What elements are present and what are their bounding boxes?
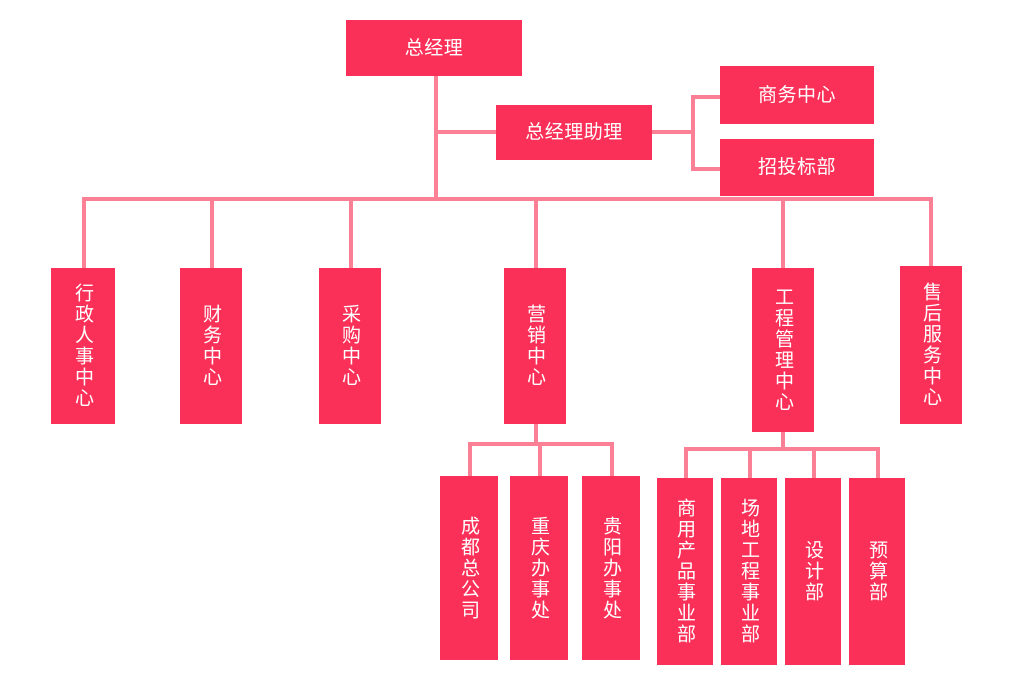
connector-main-bus	[82, 197, 932, 201]
node-marketing-center[interactable]: 营销中心	[504, 268, 566, 424]
node-finance-center[interactable]: 财务中心	[180, 268, 242, 424]
node-procurement-center[interactable]: 采购中心	[319, 268, 381, 424]
node-design-dept[interactable]: 设计部	[785, 478, 841, 665]
node-chongqing-office[interactable]: 重庆办事处	[510, 476, 568, 660]
connector-assistant-bracket	[691, 95, 695, 171]
connector-drop-design	[812, 447, 816, 481]
connector-bracket-to-business-center	[691, 95, 721, 99]
node-budget-dept[interactable]: 预算部	[849, 478, 905, 665]
node-business-center[interactable]: 商务中心	[720, 66, 874, 124]
connector-drop-marketing	[534, 197, 538, 270]
connector-drop-chongqing	[538, 442, 542, 477]
connector-bracket-to-bidding-dept	[691, 167, 721, 171]
node-bidding-dept[interactable]: 招投标部	[720, 139, 874, 196]
connector-engineering-stem	[781, 430, 785, 450]
node-admin-hr-center[interactable]: 行政人事中心	[51, 268, 115, 424]
node-chengdu-hq[interactable]: 成都总公司	[440, 476, 498, 660]
node-general-manager[interactable]: 总经理	[346, 20, 522, 76]
connector-drop-commercial-product	[684, 447, 688, 481]
connector-drop-admin-hr	[82, 197, 86, 270]
connector-gm-to-assistant	[434, 130, 498, 134]
node-commercial-product-div[interactable]: 商用产品事业部	[657, 478, 713, 665]
connector-gm-stem	[434, 76, 438, 199]
connector-assistant-right-stub	[651, 130, 693, 134]
node-aftersales-center[interactable]: 售后服务中心	[900, 266, 962, 424]
connector-drop-procurement	[349, 197, 353, 270]
connector-drop-guiyang	[610, 442, 614, 477]
connector-marketing-stem	[534, 424, 538, 444]
connector-drop-finance	[210, 197, 214, 270]
connector-engineering-bus	[684, 447, 880, 451]
node-gm-assistant[interactable]: 总经理助理	[496, 105, 652, 160]
connector-drop-aftersales	[929, 197, 933, 270]
node-site-engineering-div[interactable]: 场地工程事业部	[721, 478, 777, 665]
connector-drop-site-engineering	[748, 447, 752, 481]
node-guiyang-office[interactable]: 贵阳办事处	[582, 476, 640, 660]
connector-drop-budget	[876, 447, 880, 481]
node-engineering-mgmt-center[interactable]: 工程管理中心	[752, 268, 814, 432]
connector-drop-engineering	[781, 197, 785, 270]
connector-drop-chengdu	[468, 442, 472, 477]
